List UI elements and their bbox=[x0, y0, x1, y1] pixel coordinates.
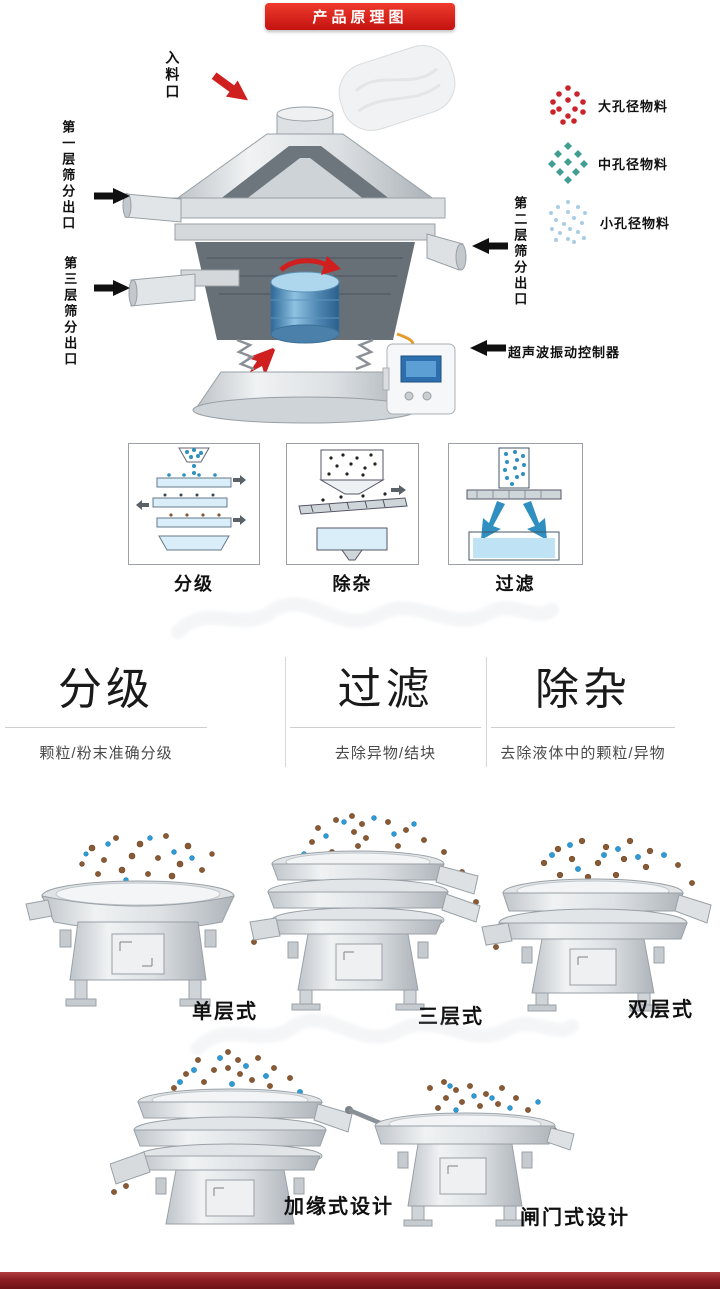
feed-arrow-icon bbox=[211, 72, 248, 101]
divider bbox=[5, 727, 207, 728]
legend-label: 小孔径物料 bbox=[600, 215, 671, 231]
classification-diagram-box bbox=[128, 443, 260, 565]
model-label: 双层式 bbox=[628, 999, 694, 1021]
ribbon-title: 产品原理图 bbox=[312, 9, 408, 26]
classification-diagram bbox=[136, 447, 246, 551]
arrow-right-icon bbox=[94, 188, 130, 204]
edge-rim-machine-illustration bbox=[110, 1049, 353, 1225]
feature-column: 分级 颗粒/粉末准确分级 bbox=[2, 653, 210, 763]
three-deck-machine-illustration bbox=[249, 813, 481, 1011]
model-label: 单层式 bbox=[192, 1001, 258, 1023]
double-deck-machine-illustration bbox=[481, 837, 712, 1012]
divider bbox=[289, 727, 482, 728]
feature-column: 除杂 去除液体中的颗粒/异物 bbox=[488, 653, 678, 763]
feature-desc: 去除液体中的颗粒/异物 bbox=[500, 745, 666, 762]
filtration-diagram-box bbox=[448, 443, 583, 565]
controller-box-illustration bbox=[382, 343, 456, 415]
legend-label: 中孔径物料 bbox=[598, 156, 669, 172]
feature-title: 过滤 bbox=[337, 665, 434, 714]
feature-desc: 颗粒/粉末准确分级 bbox=[39, 745, 173, 762]
arrow-left-icon bbox=[472, 238, 508, 254]
feature-desc: 去除异物/结块 bbox=[334, 745, 437, 762]
arrow-right-icon bbox=[94, 280, 130, 296]
function-caption: 分级 bbox=[174, 574, 214, 594]
legend-item: 大孔径物料 bbox=[546, 82, 670, 128]
large-particle-dots-icon bbox=[550, 85, 586, 125]
divider bbox=[490, 727, 676, 728]
layer1-outlet-label: 第一层筛分出口 bbox=[60, 120, 76, 232]
legend-label: 大孔径物料 bbox=[598, 98, 669, 114]
layer2-outlet-label: 第二层筛分出口 bbox=[512, 196, 528, 308]
divider bbox=[285, 657, 286, 767]
principle-diagram-section: 入料口 第一层筛分出口 第三层筛分出口 第二层筛分出口 超声波振动控制器 bbox=[0, 36, 720, 436]
layer3-outlet-label: 第三层筛分出口 bbox=[62, 256, 78, 368]
watermark bbox=[191, 1013, 579, 1055]
gate-machine-illustration bbox=[345, 1079, 575, 1227]
controller-label: 超声波振动控制器 bbox=[508, 345, 621, 360]
feature-column: 过滤 去除异物/结块 bbox=[287, 653, 484, 763]
filtration-diagram bbox=[466, 447, 562, 561]
feature-title: 分级 bbox=[58, 665, 154, 714]
section-ribbon: 产品原理图 bbox=[265, 3, 455, 30]
divider bbox=[486, 657, 487, 767]
small-particle-dots-icon bbox=[549, 200, 587, 244]
legend-item: 中孔径物料 bbox=[546, 140, 670, 186]
medium-particle-dots-icon bbox=[548, 142, 588, 184]
material-legend: 大孔径物料 中孔径物料 bbox=[546, 82, 670, 246]
watermark bbox=[171, 597, 559, 639]
impurity-removal-diagram-box bbox=[286, 443, 419, 565]
model-label: 闸门式设计 bbox=[520, 1207, 630, 1229]
arrow-left-icon bbox=[470, 340, 506, 356]
legend-item: 小孔径物料 bbox=[546, 198, 670, 246]
impurity-removal-diagram bbox=[298, 449, 408, 561]
single-deck-machine-illustration bbox=[25, 833, 235, 1007]
sample-bag-illustration bbox=[338, 45, 456, 131]
feature-title: 除杂 bbox=[535, 665, 631, 714]
function-caption: 过滤 bbox=[495, 574, 536, 594]
main-machine-illustration bbox=[122, 45, 467, 424]
model-label: 加缘式设计 bbox=[284, 1196, 394, 1218]
function-caption: 除杂 bbox=[332, 574, 373, 594]
feed-inlet-label: 入料口 bbox=[164, 50, 181, 101]
footer-bar bbox=[0, 1272, 720, 1289]
model-label: 三层式 bbox=[418, 1006, 484, 1028]
